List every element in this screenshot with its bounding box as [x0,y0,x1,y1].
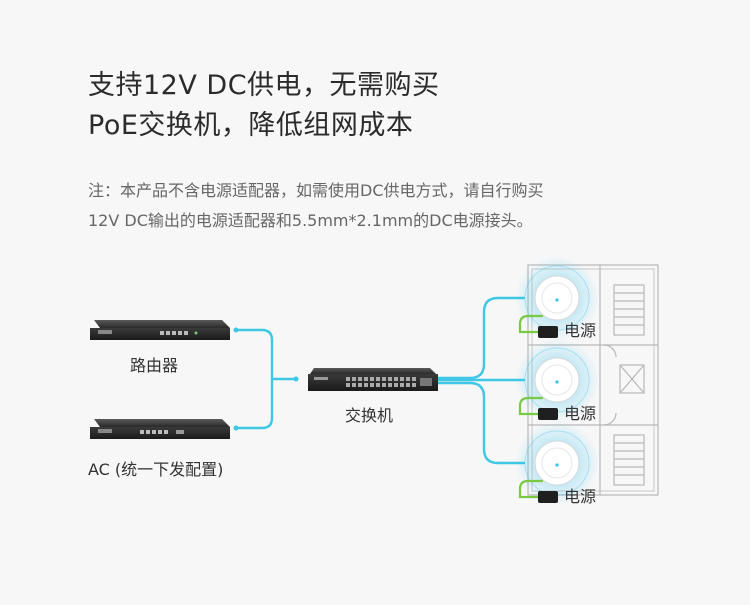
switch-device [308,368,438,391]
headline-line-1: 支持12V DC供电，无需购买 [88,70,440,101]
router-label: 路由器 [130,356,179,375]
note-line-2: 12V DC输出的电源适配器和5.5mm*2.1mm的DC电源接头。 [88,211,533,230]
switch-label: 交换机 [345,406,394,425]
headline-line-2: PoE交换机，降低组网成本 [88,110,414,141]
headline: 支持12V DC供电，无需购买 PoE交换机，降低组网成本 [88,66,440,146]
note: 注：本产品不含电源适配器，如需使用DC供电方式，请自行购买 12V DC输出的电… [88,176,544,236]
ac-controller-device [90,419,230,439]
power-adapters [538,326,558,503]
access-point-2 [515,338,599,422]
access-point-3 [515,421,599,505]
note-line-1: 注：本产品不含电源适配器，如需使用DC供电方式，请自行购买 [88,181,544,200]
building-floor-plan [527,264,659,496]
power-label-2: 电源 [564,404,597,423]
power-cables [518,314,544,499]
router-device [90,320,230,340]
link-endpoints [233,327,299,431]
network-links [234,296,526,465]
power-label-3: 电源 [564,487,597,506]
power-label-1: 电源 [564,321,597,340]
access-point-1 [515,256,599,340]
ac-label: AC (统一下发配置) [88,460,224,479]
